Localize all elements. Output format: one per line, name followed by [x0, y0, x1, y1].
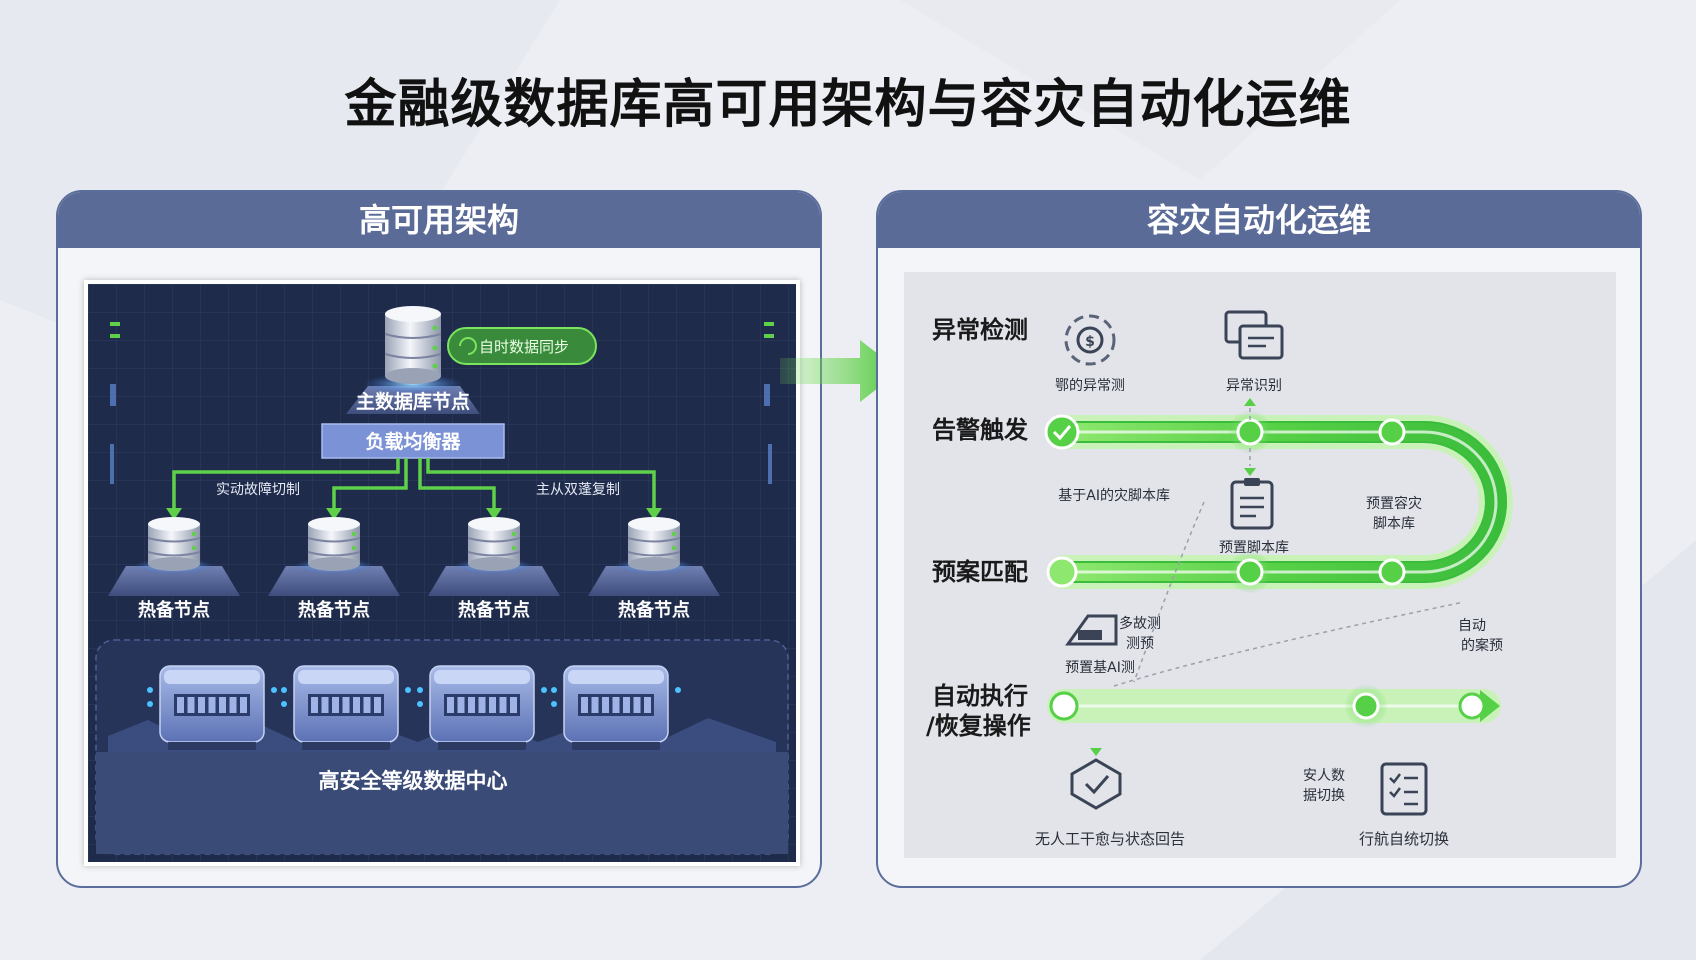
switch-label-line2: 据切换: [1303, 787, 1345, 804]
master-database-node: [346, 306, 480, 414]
down-arrow-icon: [1090, 748, 1102, 756]
stage-match: 预案匹配: [932, 558, 1028, 586]
automation-flow-svg: 异常检测 告警触发 预案匹配 自动执行 /恢复操作: [926, 310, 1513, 848]
server-racks: [147, 665, 681, 750]
down-arrow-icon: [1244, 468, 1256, 476]
replication-label: 主从双蓬复制: [536, 481, 620, 498]
switch-label-line1: 安人数: [1303, 768, 1345, 784]
self-heal-label: 无人工干愈与状态回告: [1035, 830, 1185, 848]
data-center: 高安全等级数据中心: [95, 639, 789, 855]
automation-flow: 异常检测 告警触发 预案匹配 自动执行 /恢复操作: [904, 272, 1616, 858]
datacenter-label: 高安全等级数据中心: [319, 769, 508, 793]
server-rack-icon: [417, 665, 547, 750]
standby-node: 热备节点: [428, 517, 560, 621]
preset-script-label-line2: 脚本库: [1373, 516, 1415, 532]
server-rack-icon: [551, 665, 681, 750]
replication-connectors: [172, 458, 656, 510]
auto-label-line1: 自动: [1458, 618, 1486, 634]
disaster-recovery-panel: 容灾自动化运维 异常检测 告警触发 预案匹配 自动执行 /恢复操作: [876, 190, 1642, 888]
execute-end-node: [1458, 692, 1486, 720]
server-rack-icon: [281, 665, 411, 750]
ai-detect-label-line2: 测预: [1126, 636, 1154, 652]
anomaly-model-label: 鄂的异常测: [1055, 378, 1125, 394]
auto-label-line2: 的案预: [1461, 637, 1503, 654]
architecture-diagram: 自时数据同步 主数据库节点 负载均衡器 实动故障切制 主: [84, 280, 800, 866]
sync-badge: 自时数据同步: [447, 327, 597, 365]
ai-preset-label: 预置基AI测: [1065, 659, 1135, 676]
flow-track-upper: [1047, 415, 1513, 589]
execute-start-node: [1049, 691, 1079, 721]
master-node-label: 主数据库节点: [356, 390, 470, 413]
flow-track-lower: [1047, 689, 1501, 723]
match-node-icon: [1046, 556, 1078, 588]
standby-node-label: 热备节点: [138, 599, 210, 621]
server-rack-icon: [147, 665, 277, 750]
high-availability-header: 高可用架构: [58, 192, 820, 248]
failover-label: 实动故障切制: [216, 482, 300, 498]
disaster-recovery-header: 容灾自动化运维: [878, 192, 1640, 248]
anomaly-recognition-label: 异常识别: [1226, 378, 1282, 394]
up-arrow-icon: [1244, 398, 1256, 406]
ai-script-label: 基于AI的灾脚本库: [1058, 487, 1170, 504]
flow-node: [1378, 558, 1406, 586]
standby-node-label: 热备节点: [298, 599, 370, 621]
ai-detect-label-line1: 多故测: [1119, 615, 1161, 632]
script-library-icon: [1230, 478, 1274, 530]
svg-text:$: $: [1085, 334, 1095, 350]
anomaly-recognition-icon: [1224, 310, 1284, 360]
stage-alert: 告警触发: [932, 416, 1028, 444]
standby-node: 热备节点: [588, 517, 720, 621]
flow-node: [1378, 418, 1406, 446]
high-availability-panel: 高可用架构: [56, 190, 822, 888]
self-heal-icon: [1070, 758, 1122, 810]
flow-node: [1236, 418, 1264, 446]
stage-execute-line2: /恢复操作: [926, 712, 1031, 740]
load-balancer-label: 负载均衡器: [365, 430, 461, 453]
preset-script-label-line1: 预置容灾: [1366, 495, 1422, 512]
flow-node: [1352, 692, 1380, 720]
standby-nodes: 热备节点 热备节点 热备节点 热备节点: [108, 517, 720, 621]
stage-execute-line1: 自动执行: [932, 682, 1028, 710]
standby-node-label: 热备节点: [458, 599, 530, 621]
connector-arrowheads: [166, 508, 662, 520]
standby-node-label: 热备节点: [618, 599, 690, 621]
sync-icon: [459, 337, 477, 355]
side-indicators: [110, 322, 774, 484]
script-library-label: 预置脚本库: [1219, 540, 1289, 556]
flow-nodes: [1044, 410, 1486, 728]
checklist-icon: [1380, 762, 1428, 816]
page-title: 金融级数据库高可用架构与容灾自动化运维: [344, 75, 1352, 135]
standby-node: 热备节点: [108, 517, 240, 621]
sync-label: 自时数据同步: [479, 338, 569, 356]
transition-arrow-icon: [780, 340, 900, 402]
standby-node: 热备节点: [268, 517, 400, 621]
anomaly-model-icon: $: [1064, 314, 1116, 366]
load-balancer: 负载均衡器: [321, 423, 505, 459]
ai-detect-icon: [1065, 614, 1118, 646]
flow-node: [1236, 558, 1264, 586]
auto-switch-label: 行航自统切换: [1359, 830, 1449, 848]
stage-detect: 异常检测: [932, 316, 1028, 344]
alert-check-icon: [1044, 414, 1080, 450]
architecture-svg: 自时数据同步 主数据库节点 负载均衡器 实动故障切制 主: [88, 284, 796, 862]
